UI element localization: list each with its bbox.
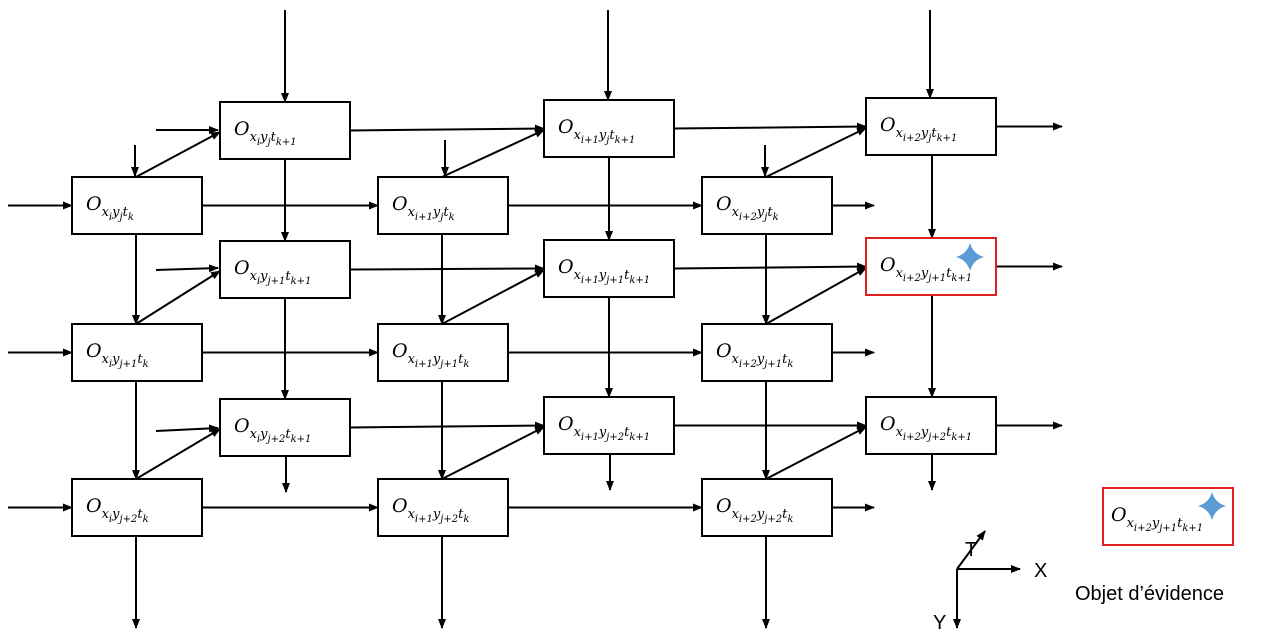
node-xi-yj2-tk: Oxiyj+2tk (71, 478, 203, 537)
t-axis-label: T (965, 539, 977, 561)
node-label: Oxiyj+1tk+1 (234, 257, 311, 287)
node-xi1-yj2-tk1: Oxi+1yj+2tk+1 (543, 396, 675, 455)
node-label: Oxi+2yj+2tk+1 (880, 413, 972, 443)
edge-arrow-55 (155, 264, 219, 273)
node-box (701, 478, 833, 537)
edge-arrow-42 (135, 131, 221, 178)
legend-label: Objet d’évidence (1075, 583, 1224, 605)
edge-arrow-45 (135, 270, 221, 325)
edge-arrow-49 (441, 426, 545, 480)
node-box (377, 176, 509, 235)
node-box (219, 240, 351, 299)
node-box (377, 478, 509, 537)
node-label: Oxi+1yjtk+1 (558, 116, 635, 146)
node-xi2-yj1-tk1: Oxi+2yj+1tk+1 (865, 237, 997, 296)
node-xi1-yj2-tk: Oxi+1yj+2tk (377, 478, 509, 537)
edges (8, 10, 1063, 629)
node-box (865, 237, 997, 296)
node-xi1-yj-tk1: Oxi+1yjtk+1 (543, 99, 675, 158)
node-box (543, 99, 675, 158)
node-xi-yj-tk: Oxiyjtk (71, 176, 203, 235)
node-box (701, 323, 833, 382)
node-label: Oxi+2yj+2tk (716, 495, 793, 525)
node-box (219, 398, 351, 457)
node-xi2-yj-tk1: Oxi+2yjtk+1 (865, 97, 997, 156)
t-axis-arrow (956, 530, 986, 570)
node-xi2-yj2-tk1: Oxi+2yj+2tk+1 (865, 396, 997, 455)
node-xi-yj1-tk: Oxiyj+1tk (71, 323, 203, 382)
node-xi2-yj2-tk: Oxi+2yj+2tk (701, 478, 833, 537)
node-xi-yj2-tk1: Oxiyj+2tk+1 (219, 398, 351, 457)
node-xi2-yj-tk: Oxi+2yjtk (701, 176, 833, 235)
y-axis-label: Y (933, 612, 946, 634)
node-xi-yj-tk1: Oxiyjtk+1 (219, 101, 351, 160)
node-box (71, 176, 203, 235)
node-box (865, 396, 997, 455)
axes-indicator: T X Y (933, 530, 1047, 634)
node-xi2-yj1-tk: Oxi+2yj+1tk (701, 323, 833, 382)
edge-arrow-1 (673, 122, 867, 131)
node-xi1-yj1-tk1: Oxi+1yj+1tk+1 (543, 239, 675, 298)
node-label: Oxi+1yjtk (392, 193, 455, 223)
edge-arrow-43 (441, 129, 545, 178)
node-box (71, 323, 203, 382)
node-box (701, 176, 833, 235)
edge-arrow-6 (349, 264, 545, 273)
node-label: Oxi+2yjtk (716, 193, 779, 223)
node-box (543, 396, 675, 455)
node-box (543, 239, 675, 298)
edge-arrow-56 (155, 424, 219, 433)
edge-arrow-50 (765, 426, 867, 480)
node-box (865, 97, 997, 156)
node-label: Oxiyj+2tk+1 (234, 415, 311, 445)
node-label: Oxiyjtk (86, 193, 134, 223)
node-box (71, 478, 203, 537)
node-label: Oxi+1yj+2tk+1 (558, 413, 650, 443)
edge-arrow-48 (135, 428, 221, 480)
edge-arrow-46 (441, 269, 545, 325)
node-label: Oxi+2yjtk+1 (880, 114, 957, 144)
node-label: Oxi+2yj+1tk+1 (1111, 504, 1203, 534)
node-box (219, 101, 351, 160)
evidence-star-icon (956, 243, 984, 271)
edge-arrow-44 (765, 127, 867, 178)
node-label: Oxi+1yj+1tk (392, 340, 469, 370)
edge-arrow-7 (673, 262, 867, 271)
node-label: Oxi+1yj+2tk (392, 495, 469, 525)
evidence-star-icon (1198, 492, 1226, 520)
node-label: Oxiyj+1tk (86, 340, 149, 370)
node-xi1-yj1-tk: Oxi+1yj+1tk (377, 323, 509, 382)
node-label: Oxi+1yj+1tk+1 (558, 256, 650, 286)
node-box (377, 323, 509, 382)
edge-arrow-0 (349, 124, 545, 133)
node-label: Oxiyj+2tk (86, 495, 149, 525)
x-axis-label: X (1034, 560, 1047, 582)
node-xi1-yj-tk: Oxi+1yjtk (377, 176, 509, 235)
edge-arrow-12 (349, 421, 545, 430)
node-xi-yj1-tk1: Oxiyj+1tk+1 (219, 240, 351, 299)
edge-arrow-47 (765, 267, 867, 325)
node-label: Oxi+2yj+1tk+1 (880, 254, 972, 284)
node-label: Oxi+2yj+1tk (716, 340, 793, 370)
node-label: Oxiyjtk+1 (234, 118, 297, 148)
nodes: Oxiyjtk+1Oxi+1yjtk+1Oxi+2yjtk+1OxiyjtkOx… (71, 97, 997, 537)
